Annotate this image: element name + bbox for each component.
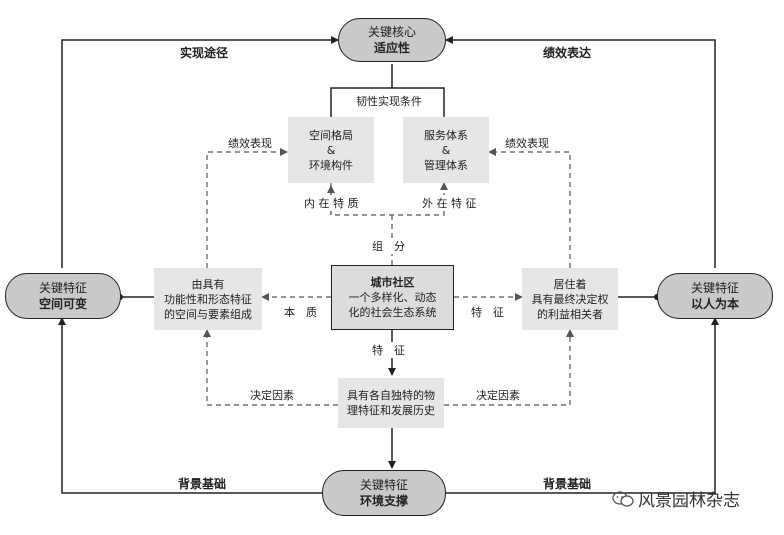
edge-left-to-top [61, 36, 339, 268]
watermark-text: 风景园林杂志 [638, 491, 740, 511]
label-feature-right: 特 征 [469, 304, 506, 320]
label-intrinsic: 内 在 特 质 [302, 195, 361, 211]
node-rightbox-line2: 具有最终决定权 [531, 292, 609, 306]
edge-right-to-top [445, 36, 716, 268]
node-top-key-core: 关键核心 适应性 [338, 18, 446, 62]
node-bottom-history: 具有各自独特的物 理特征和发展历史 [338, 378, 444, 428]
label-determinant-left: 决定因素 [250, 389, 294, 402]
node-space-line1: 空间格局 [309, 128, 353, 142]
label-background-right: 背景基础 [543, 477, 592, 491]
node-center-line2: 一个多样化、动态 [348, 291, 437, 304]
node-left-line2: 空间可变 [38, 297, 87, 311]
node-bottombox-line1: 具有各自独特的物 [347, 389, 435, 402]
edge-bottom-to-right [446, 317, 719, 494]
node-space-line2: & [326, 143, 336, 157]
edge-bottom-to-left [58, 317, 322, 494]
node-top-line2: 适应性 [373, 41, 410, 55]
node-center-line1: 城市社区 [370, 276, 415, 289]
node-left-line1: 关键特征 [38, 281, 87, 295]
node-right-line2: 以人为本 [690, 297, 739, 311]
node-left-key-feature: 关键特征 空间可变 [5, 273, 121, 319]
label-performance-show-left: 绩效表现 [228, 137, 272, 150]
node-leftbox-line1: 由具有 [191, 277, 225, 291]
node-rightbox-line3: 的利益相关者 [537, 307, 603, 321]
edge-resilience-bracket [330, 87, 445, 117]
node-right-key-feature: 关键特征 以人为本 [657, 273, 773, 319]
node-bottom-line2: 环境支撑 [359, 494, 408, 508]
node-bottom-line1: 关键特征 [359, 478, 408, 492]
node-right-stakeholders: 居住着 具有最终决定权 的利益相关者 [522, 268, 618, 330]
label-performance-expression: 绩效表达 [543, 46, 592, 60]
node-service-line2: & [441, 143, 451, 157]
label-extrinsic: 外 在 特 征 [420, 195, 479, 211]
label-background-left: 背景基础 [178, 477, 227, 491]
node-left-spatial-elements: 由具有 功能性和形态特征 的空间与要素组成 [154, 268, 262, 330]
label-resilience-condition: 韧性实现条件 [354, 93, 424, 109]
node-leftbox-line2: 功能性和形态特征 [164, 292, 252, 306]
node-bottom-key-feature: 关键特征 环境支撑 [322, 470, 446, 516]
label-performance-show-right: 绩效表现 [505, 137, 549, 150]
label-composition: 组 分 [370, 238, 407, 254]
node-service-line1: 服务体系 [424, 128, 468, 142]
node-right-line1: 关键特征 [690, 281, 739, 295]
label-realize-path: 实现途径 [180, 46, 229, 60]
node-leftbox-line3: 的空间与要素组成 [164, 307, 252, 321]
edge-bottombox-to-rightbox [444, 329, 574, 406]
watermark: 风景园林杂志 [612, 486, 740, 511]
edge-leftbox-to-space [206, 148, 288, 268]
node-center-line3: 化的社会生态系统 [348, 306, 437, 319]
node-center-community: 城市社区 一个多样化、动态 化的社会生态系统 [331, 265, 454, 330]
node-service-system: 服务体系 & 管理体系 [403, 117, 489, 183]
node-rightbox-line1: 居住着 [553, 277, 587, 291]
label-determinant-right: 决定因素 [476, 389, 520, 402]
node-space-pattern: 空间格局 & 环境构件 [288, 117, 374, 183]
node-space-line3: 环境构件 [309, 158, 353, 172]
node-service-line3: 管理体系 [424, 158, 468, 172]
node-bottombox-line2: 理特征和发展历史 [347, 404, 435, 417]
edge-bottombox-to-leftbox [203, 329, 338, 406]
label-essence: 本 质 [282, 304, 319, 320]
node-top-line1: 关键核心 [367, 25, 416, 39]
wechat-icon [612, 490, 634, 507]
edge-rightbox-to-service [488, 148, 571, 268]
label-feature-down: 特 征 [370, 342, 407, 358]
